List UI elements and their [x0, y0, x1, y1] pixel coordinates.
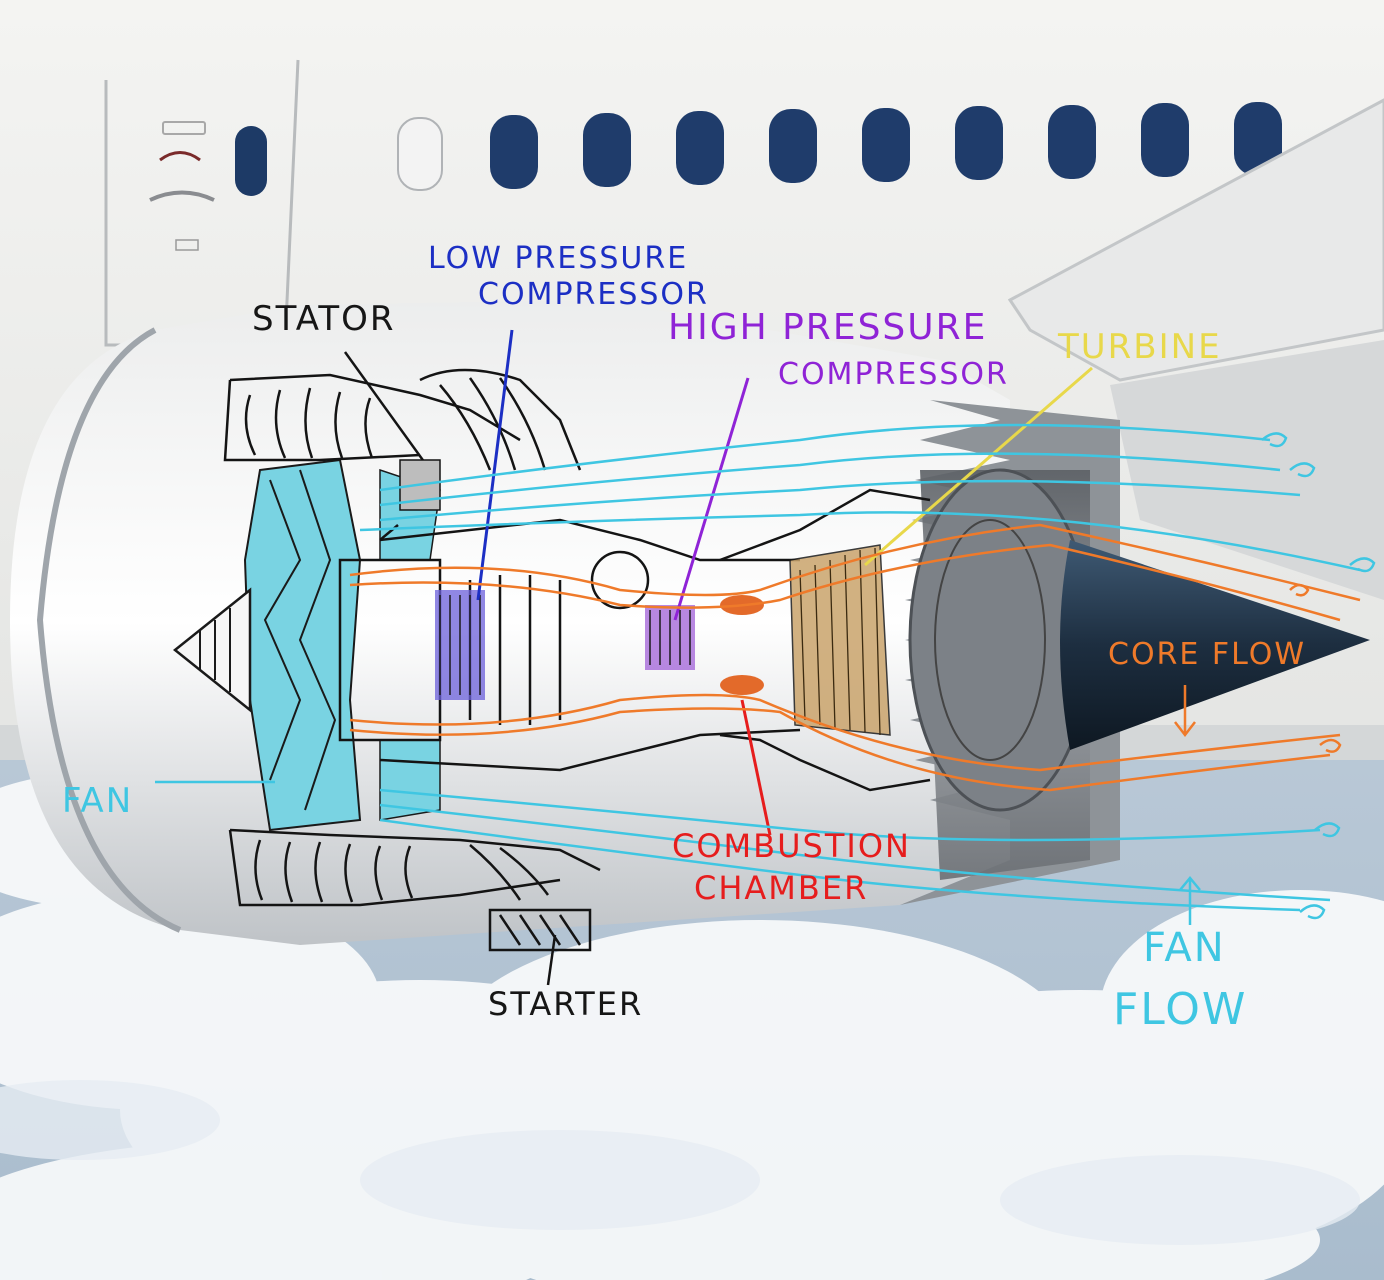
label-stator: STATOR [252, 299, 396, 339]
label-fan: FAN [62, 781, 134, 821]
low-pressure-compressor [435, 329, 514, 700]
core-flow-lines [349, 523, 1361, 792]
label-high-pressure-compressor-line1: HIGH PRESSURE [668, 307, 988, 348]
casing-sketch [223, 368, 931, 986]
stator-pointer [343, 351, 432, 471]
label-fan-flow-line1: FAN [1143, 925, 1226, 971]
label-turbine: TURBINE [1058, 327, 1222, 367]
label-combustion-chamber-line1: COMBUSTION [672, 827, 911, 865]
label-fan-flow-line2: FLOW [1113, 984, 1248, 1035]
label-starter: STARTER [488, 985, 644, 1023]
fan-flow-lines [155, 423, 1376, 925]
turbine-sketch [789, 366, 1093, 736]
wing [1007, 98, 1384, 600]
label-combustion-chamber-line2: CHAMBER [694, 869, 869, 907]
label-high-pressure-compressor-line2: COMPRESSOR [778, 357, 1009, 392]
label-core-flow: CORE FLOW [1108, 637, 1307, 672]
high-pressure-compressor [645, 377, 750, 670]
label-low-pressure-compressor-line2: COMPRESSOR [478, 277, 709, 312]
label-low-pressure-compressor-line1: LOW PRESSURE [428, 241, 689, 276]
